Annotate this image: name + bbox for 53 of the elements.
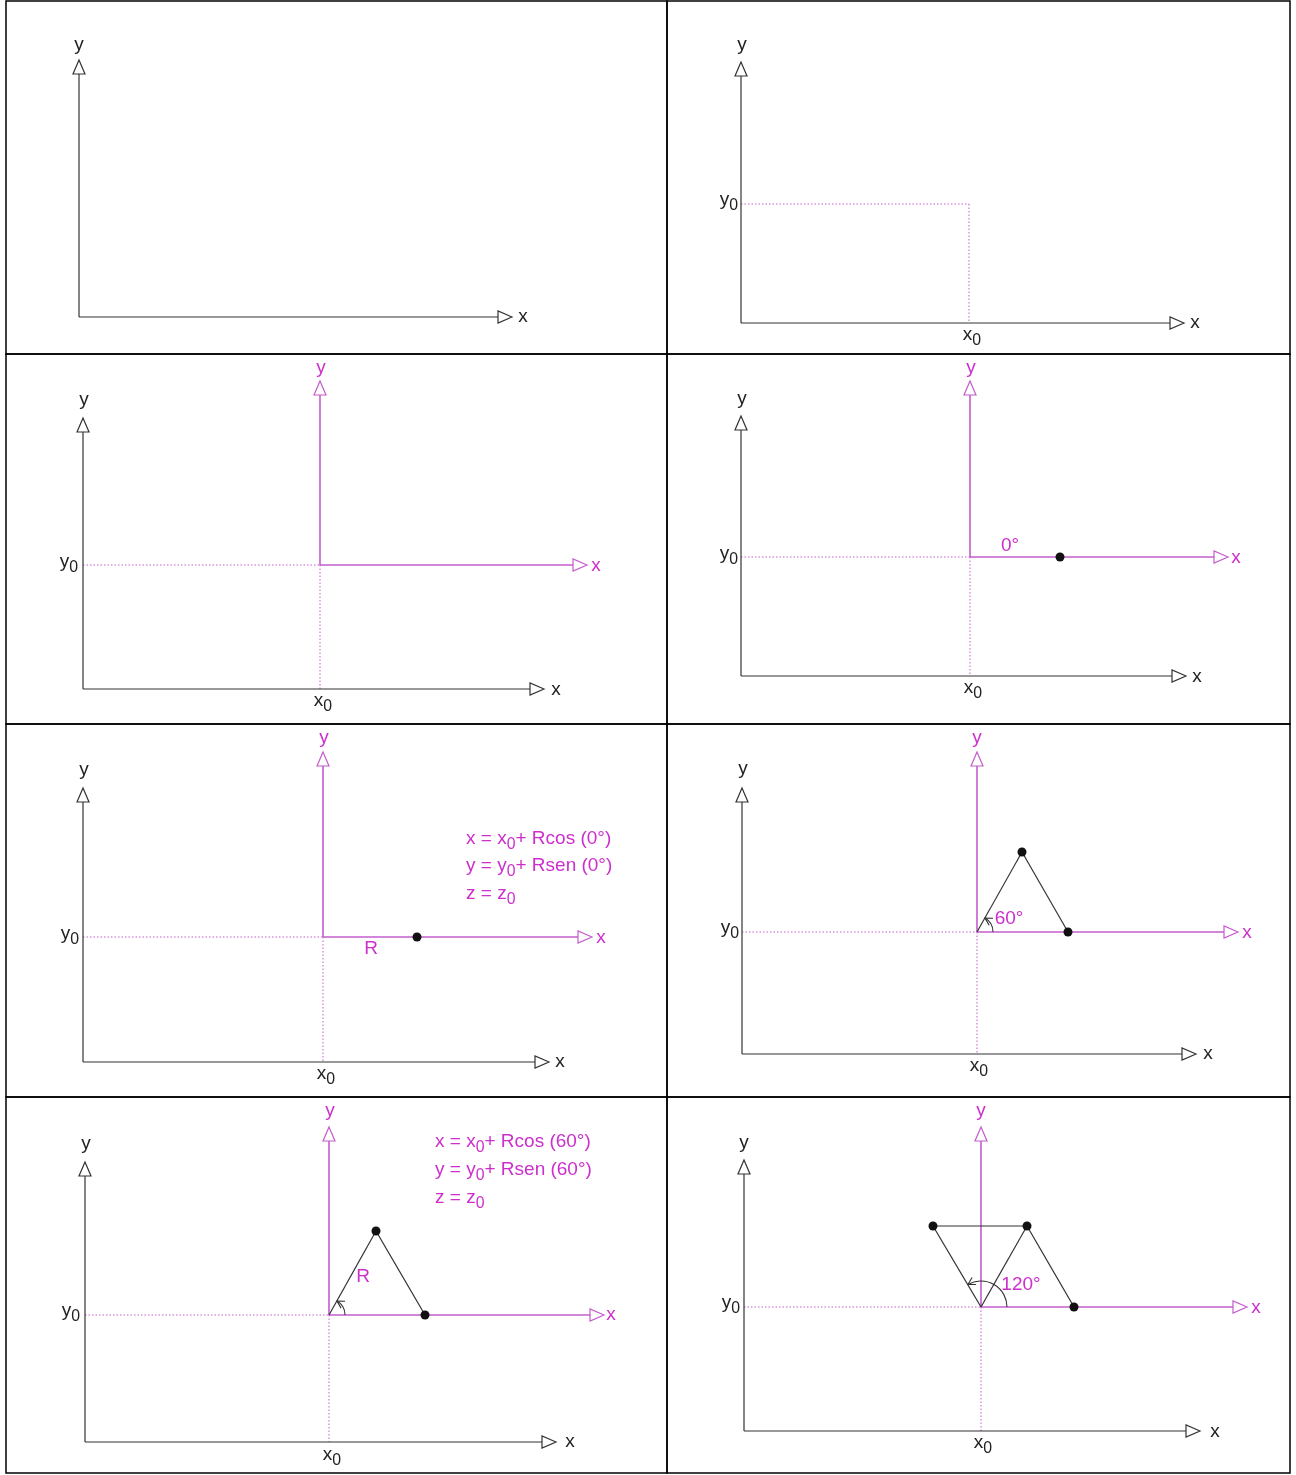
axis-label: y — [737, 387, 747, 409]
origin-label: x$_{0}$ — [963, 676, 983, 703]
axis-label: y — [74, 33, 84, 55]
axis-label: y — [319, 726, 329, 748]
axis-label: x — [518, 305, 528, 327]
radius-label: R — [364, 937, 378, 959]
origin-label: y$_{0}$ — [719, 542, 739, 569]
axis-label: y — [739, 1131, 749, 1153]
axis-label: x — [1251, 1296, 1261, 1318]
origin-label: x$_{0}$ — [313, 689, 333, 716]
axis-label: y — [325, 1099, 335, 1121]
origin-label: x$_{0}$ — [962, 323, 982, 350]
axis-label: x — [1203, 1042, 1213, 1064]
equation: x = x$_{0}$+ Rcos (0°) — [466, 827, 612, 854]
axis-label: x — [555, 1050, 565, 1072]
angle-label: 0° — [1000, 534, 1020, 556]
axis-label: x — [596, 926, 606, 948]
origin-label: y$_{0}$ — [720, 916, 740, 943]
axis-label: y — [81, 1132, 91, 1154]
axis-label: x — [565, 1430, 575, 1452]
axis-label: x — [1242, 921, 1252, 943]
origin-label: x$_{0}$ — [316, 1062, 336, 1089]
origin-label: x$_{0}$ — [969, 1054, 989, 1081]
origin-label: y$_{0}$ — [60, 922, 80, 949]
equation: z = z$_{0}$ — [435, 1186, 485, 1213]
origin-label: x$_{0}$ — [973, 1431, 993, 1458]
radius-label: R — [356, 1265, 370, 1287]
axis-label: y — [737, 33, 747, 55]
equation: y = y$_{0}$+ Rsen (0°) — [466, 854, 613, 881]
axis-label: y — [316, 356, 326, 378]
axis-label: x — [1192, 665, 1202, 687]
origin-label: y$_{0}$ — [61, 1299, 81, 1326]
axis-label: y — [976, 1099, 986, 1121]
origin-label: y$_{0}$ — [719, 188, 739, 215]
axis-label: y — [79, 388, 89, 410]
axis-label: y — [966, 356, 976, 378]
axis-label: x — [1231, 546, 1241, 568]
origin-label: y$_{0}$ — [59, 550, 79, 577]
axis-label: y — [79, 758, 89, 780]
angle-label: 120° — [1001, 1273, 1041, 1295]
axis-label: y — [738, 757, 748, 779]
axis-label: x — [1210, 1420, 1220, 1442]
equation: z = z$_{0}$ — [466, 882, 516, 909]
angle-label: 60° — [994, 907, 1024, 929]
equation: x = x$_{0}$+ Rcos (60°) — [435, 1130, 591, 1157]
axis-label: x — [606, 1303, 616, 1325]
origin-label: x$_{0}$ — [322, 1443, 342, 1470]
axis-label: x — [591, 554, 601, 576]
axis-label: x — [1190, 311, 1200, 333]
origin-label: y$_{0}$ — [721, 1291, 741, 1318]
axis-label: y — [972, 726, 982, 748]
equation: y = y$_{0}$+ Rsen (60°) — [435, 1158, 592, 1185]
axis-label: x — [551, 678, 561, 700]
